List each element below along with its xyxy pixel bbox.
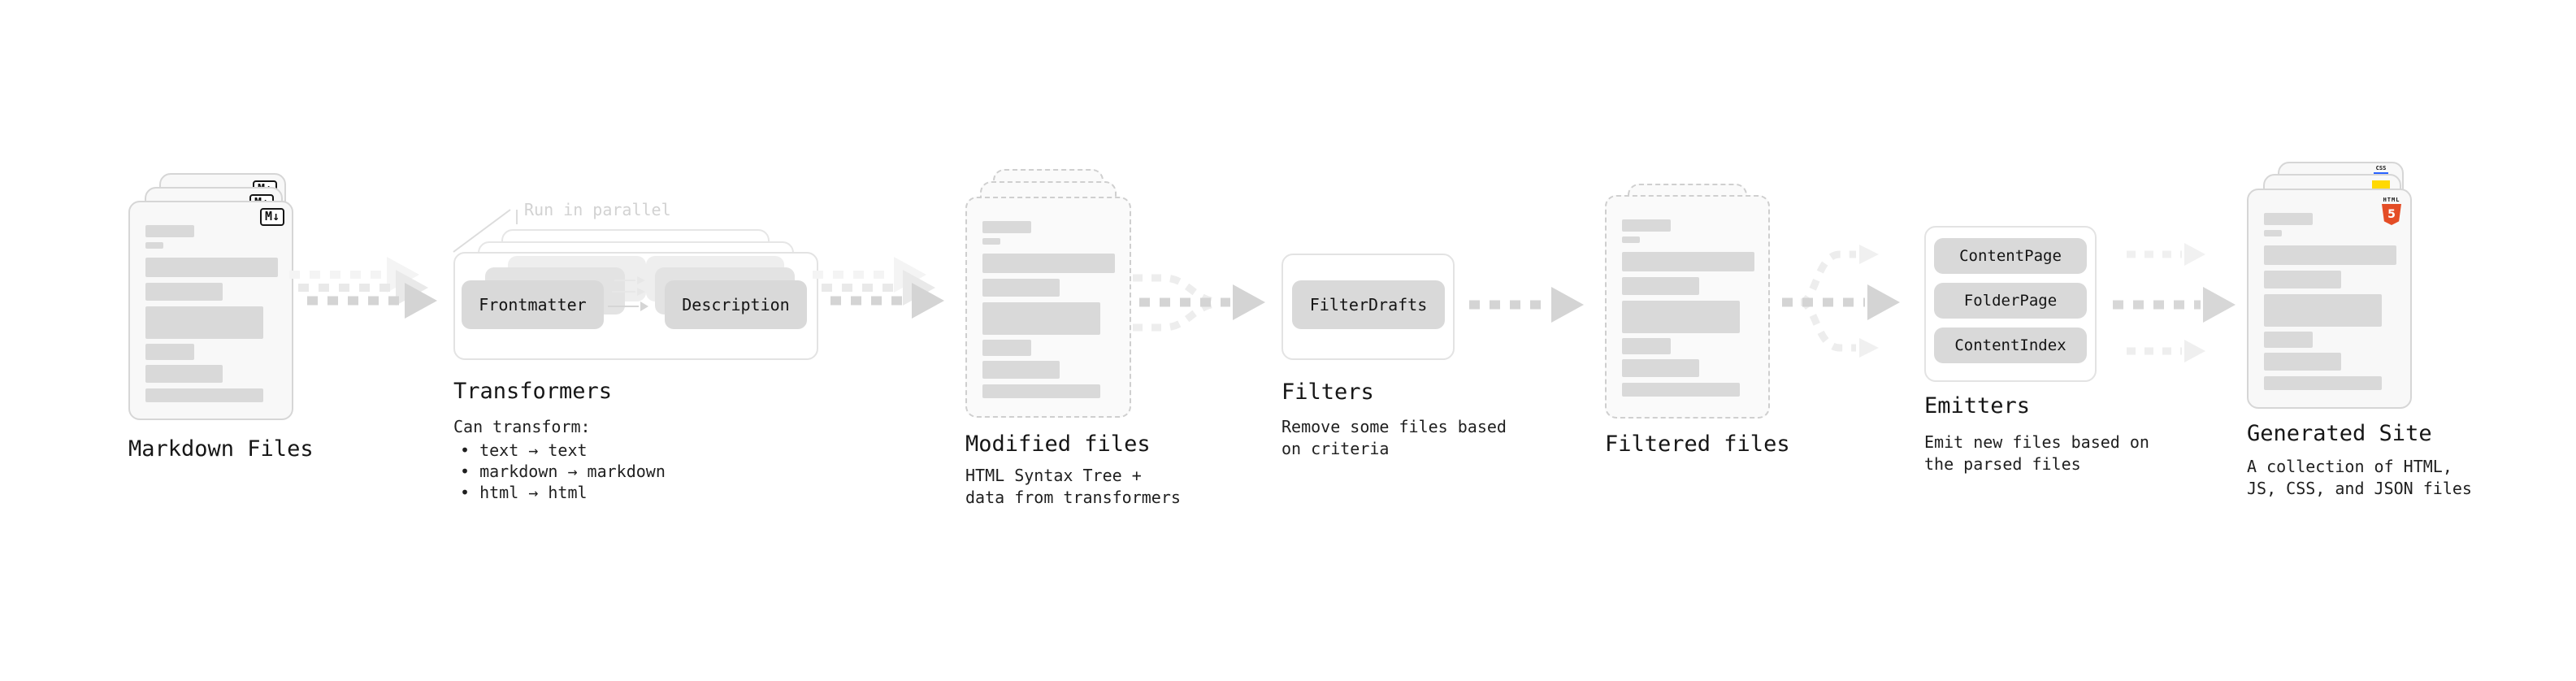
skeleton-line — [145, 344, 194, 360]
document-skeleton — [130, 225, 292, 402]
markdown-file-card-front: M↓ — [128, 201, 293, 420]
filters-subtitle-line: Remove some files based — [1281, 417, 1507, 436]
generated-subtitle-line: A collection of HTML, — [2247, 457, 2452, 476]
transformers-subtitle: Can transform: — [453, 417, 591, 436]
stage-title-modified-files: Modified files — [965, 432, 1151, 457]
js-file-icon — [2372, 180, 2390, 189]
stage-title-emitters: Emitters — [1924, 393, 2031, 419]
skeleton-line — [145, 225, 194, 237]
skeleton-line — [145, 242, 163, 249]
filters-subtitle-line: on criteria — [1281, 439, 1390, 458]
emitter-node-folderpage: FolderPage — [1934, 283, 2087, 319]
skeleton-line — [1622, 338, 1671, 354]
skeleton-line — [145, 306, 263, 339]
skeleton-line — [1622, 219, 1671, 232]
transformers-bullet: • html → html — [460, 483, 588, 502]
skeleton-line — [1622, 252, 1754, 271]
dashed-arrow-icon — [1469, 287, 1584, 323]
skeleton-line — [982, 361, 1060, 379]
emitters-subtitle-line: Emit new files based on — [1924, 432, 2149, 452]
stage-title-filtered-files: Filtered files — [1605, 432, 1790, 457]
transformers-bullet: • text → text — [460, 440, 588, 460]
modified-subtitle-line: data from transformers — [965, 488, 1181, 507]
skeleton-line — [982, 238, 1000, 245]
skeleton-line — [2264, 332, 2313, 348]
modified-file-card-front — [965, 197, 1131, 418]
document-skeleton — [1607, 219, 1768, 397]
skeleton-line — [982, 340, 1031, 356]
skeleton-line — [1622, 383, 1740, 397]
html5-file-icon: HTML 5 — [2379, 197, 2404, 225]
skeleton-line — [2264, 353, 2341, 371]
skeleton-line — [2264, 213, 2313, 225]
markdown-file-icon: M↓ — [259, 208, 284, 226]
skeleton-line — [982, 221, 1031, 233]
emitters-subtitle-line: the parsed files — [1924, 454, 2081, 474]
stage-title-generated-site: Generated Site — [2247, 421, 2432, 446]
transformer-node-description: Description — [665, 280, 807, 329]
skeleton-line — [2264, 271, 2341, 288]
stage-title-filters: Filters — [1281, 380, 1374, 405]
filtered-file-card-front — [1605, 195, 1770, 419]
css-file-icon: CSS — [2373, 166, 2389, 175]
emitter-node-contentpage: ContentPage — [1934, 238, 2087, 274]
dashed-arrow-stack-icon — [289, 257, 437, 319]
skeleton-line — [982, 384, 1100, 398]
generated-subtitle-line: JS, CSS, and JSON files — [2247, 479, 2472, 498]
skeleton-line — [2264, 294, 2382, 327]
parallel-arrows-icon — [608, 276, 648, 311]
skeleton-line — [145, 365, 223, 383]
document-skeleton — [2249, 213, 2410, 390]
run-in-parallel-label: Run in parallel — [524, 200, 671, 219]
skeleton-line — [2264, 376, 2382, 390]
skeleton-line — [2264, 230, 2282, 236]
modified-subtitle-line: HTML Syntax Tree + — [965, 466, 1142, 485]
stage-title-transformers: Transformers — [453, 379, 613, 404]
merge-arrow-icon — [1133, 274, 1265, 332]
skeleton-line — [2264, 245, 2396, 265]
skeleton-line — [982, 279, 1060, 297]
dashed-arrow-stack-icon — [813, 257, 944, 319]
generated-file-card-html: HTML 5 — [2247, 189, 2412, 409]
skeleton-line — [145, 258, 278, 277]
stage-title-markdown-files: Markdown Files — [128, 436, 314, 462]
document-skeleton — [967, 221, 1130, 398]
skeleton-line — [1622, 277, 1699, 295]
split-arrow-icon — [1782, 245, 1900, 358]
skeleton-line — [982, 254, 1115, 273]
filter-node-filterdrafts: FilterDrafts — [1292, 280, 1445, 329]
transformers-bullet: • markdown → markdown — [460, 462, 666, 481]
emitter-node-contentindex: ContentIndex — [1934, 327, 2087, 363]
skeleton-line — [145, 283, 223, 301]
skeleton-line — [1622, 359, 1699, 377]
triple-dashed-arrow-icon — [2113, 243, 2236, 362]
skeleton-line — [145, 388, 263, 402]
skeleton-line — [982, 302, 1100, 335]
transformer-node-frontmatter: Frontmatter — [462, 280, 604, 329]
skeleton-line — [1622, 236, 1640, 243]
annotation-leader-line — [453, 209, 518, 253]
skeleton-line — [1622, 301, 1740, 333]
